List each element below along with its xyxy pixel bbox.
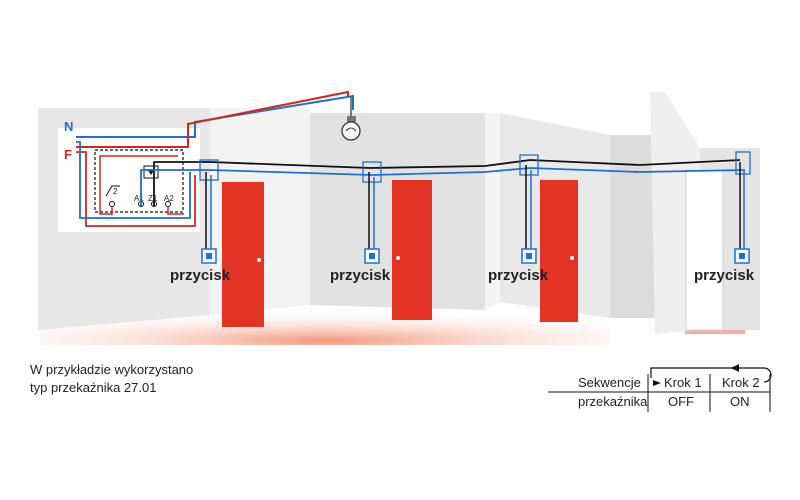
drop-wires-2 xyxy=(368,172,375,250)
step-2-header: Krok 2 xyxy=(722,375,760,390)
step-1-state: OFF xyxy=(668,394,694,409)
sequence-row-label-2: przekaźnika xyxy=(578,394,648,409)
pushbutton-label-3: przycisk xyxy=(488,267,549,284)
phase-internal xyxy=(76,151,196,227)
drop-wires-4 xyxy=(739,162,745,250)
door-3-handle xyxy=(570,256,574,260)
relay-note-line1: W przykładzie wykorzystano xyxy=(30,362,194,377)
drop-wires-1 xyxy=(205,172,212,250)
phase-wire-to-lamp xyxy=(76,90,349,148)
relay-note-line2: typ przekaźnika 27.01 xyxy=(30,380,157,395)
door-1[interactable] xyxy=(222,182,264,327)
relay-pin-a1: A1 xyxy=(134,194,144,203)
relay-note: W przykładzie wykorzystano typ przekaźni… xyxy=(30,361,193,397)
sequence-row-label-1: Sekwencje xyxy=(578,375,641,390)
middle-wall-side xyxy=(485,113,500,310)
door-1-handle xyxy=(257,258,261,262)
relay-pin-a2: A2 xyxy=(164,194,174,203)
door-2[interactable] xyxy=(392,180,432,320)
junction-box-4 xyxy=(735,151,751,175)
sequence-table: Sekwencje przekaźnika Krok 1 Krok 2 OFF … xyxy=(548,356,788,416)
door-2-handle xyxy=(396,256,400,260)
control-wire-black xyxy=(153,159,741,206)
pushbutton-label-2: przycisk xyxy=(330,267,391,284)
step-1-header: Krok 1 xyxy=(664,375,702,390)
end-wall-doorway xyxy=(685,169,724,331)
light-bulb-icon xyxy=(341,96,361,141)
junction-box-1 xyxy=(199,159,219,181)
pushbutton-label-1: przycisk xyxy=(170,267,231,284)
neutral-internal xyxy=(76,141,191,219)
junction-box-3 xyxy=(519,154,539,176)
pushbutton-label-4: przycisk xyxy=(694,267,755,284)
relay-wire-a2 xyxy=(167,206,184,215)
sequence-table-grid xyxy=(548,364,772,412)
pushbutton-icon-1[interactable] xyxy=(201,248,217,264)
relay-pin-2: 2 xyxy=(113,187,118,196)
door-3[interactable] xyxy=(540,180,578,322)
control-wire-blue xyxy=(140,167,746,206)
pushbutton-icon-3[interactable] xyxy=(521,248,537,264)
neutral-label: N xyxy=(64,119,73,134)
pushbutton-icon-2[interactable] xyxy=(364,248,380,264)
relay-wire-2 xyxy=(99,155,178,215)
pushbutton-icon-4[interactable] xyxy=(734,248,750,264)
relay-pin-z1: Z1 xyxy=(148,194,158,203)
drop-wires-3 xyxy=(525,165,532,250)
far-wall xyxy=(610,135,655,318)
junction-box-2 xyxy=(362,161,382,183)
cycle-arrow-icon xyxy=(650,367,772,383)
phase-label: F xyxy=(64,147,72,162)
step-2-state: ON xyxy=(730,394,750,409)
